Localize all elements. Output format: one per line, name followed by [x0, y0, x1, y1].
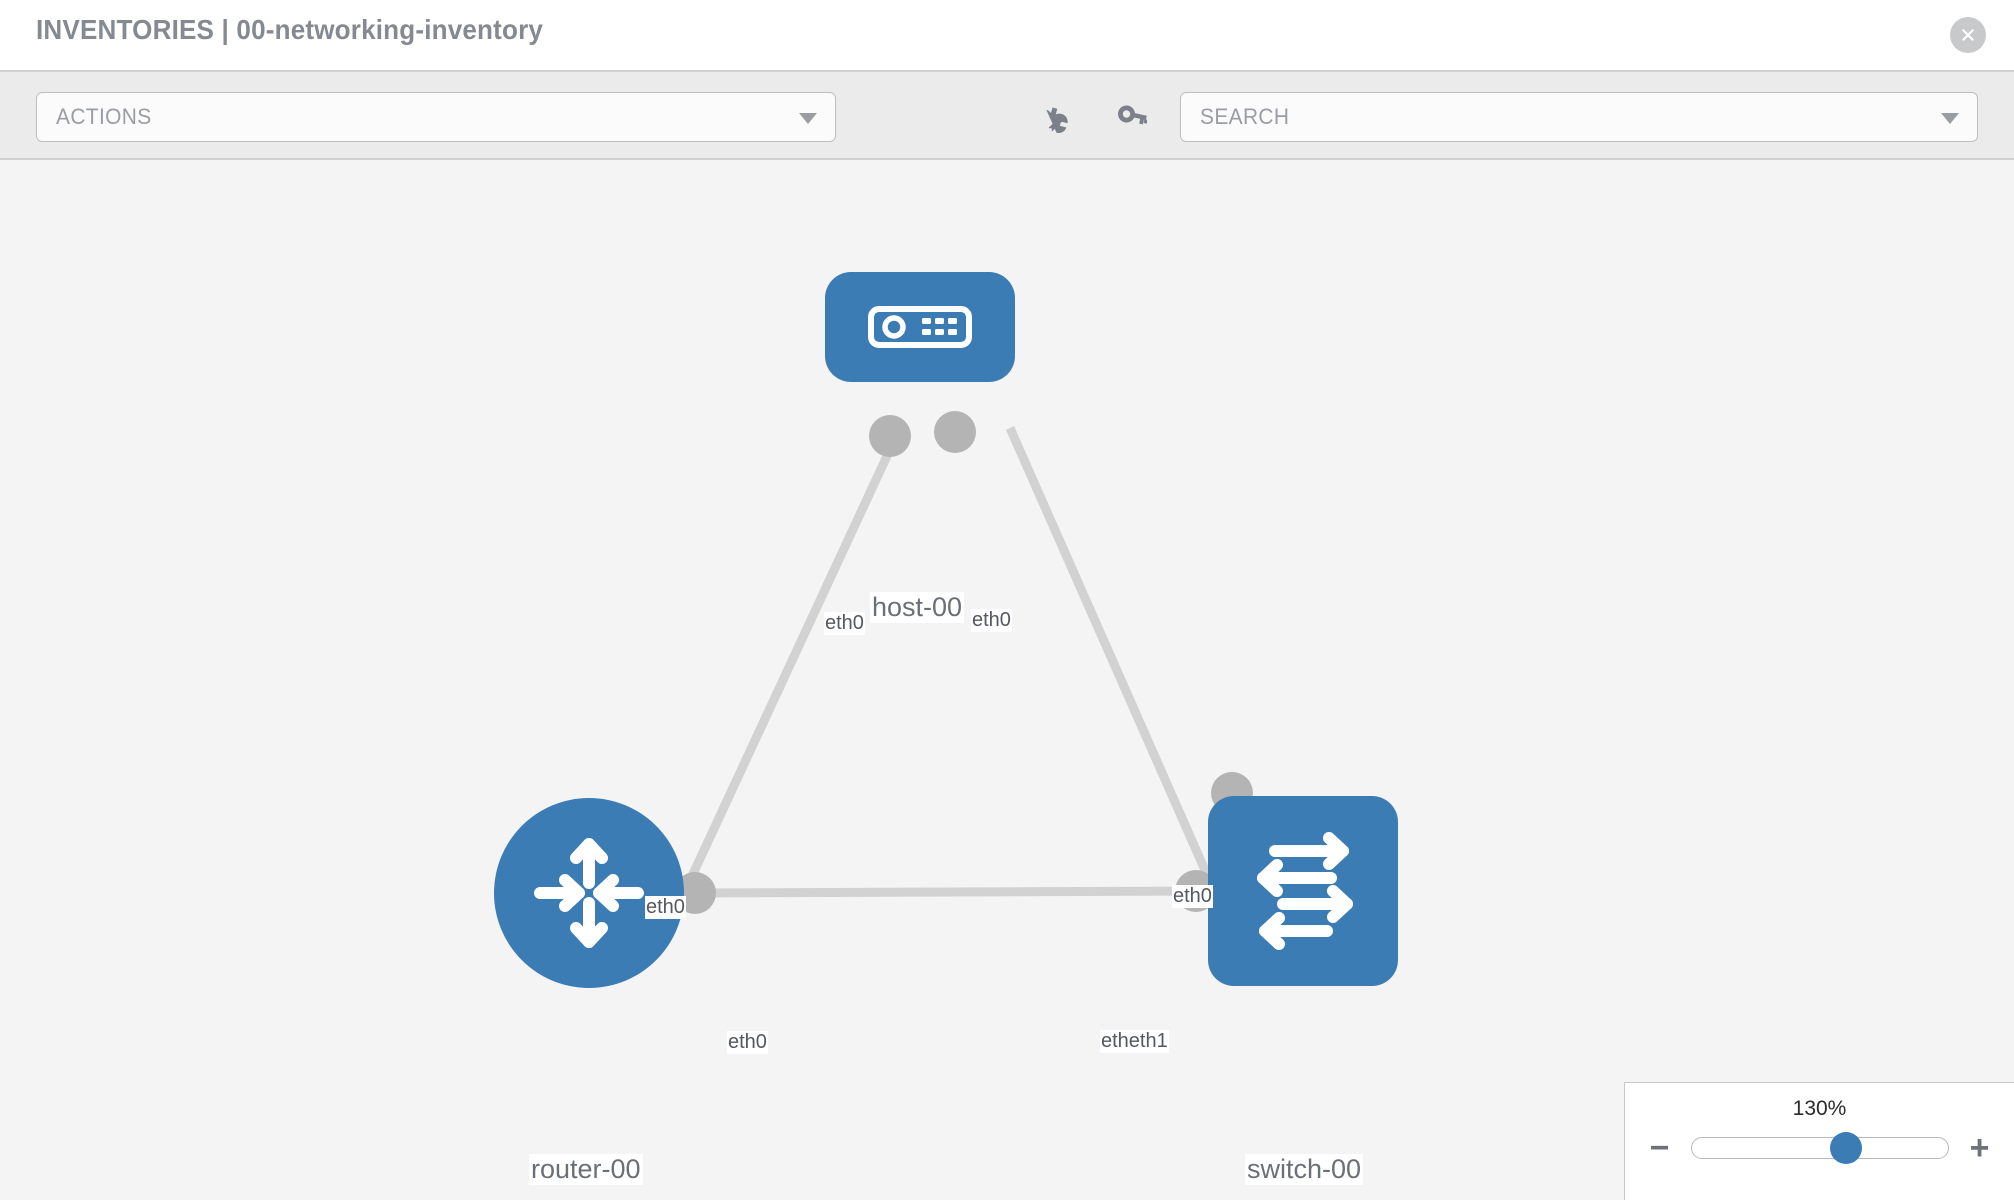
topology-node-router-00[interactable]	[494, 798, 684, 988]
zoom-control-panel: 130% − +	[1624, 1082, 2014, 1200]
interface-label: eth0	[971, 609, 1012, 632]
zoom-slider-row: − +	[1625, 1131, 2014, 1165]
connector-dot	[934, 411, 976, 453]
server-icon	[868, 306, 972, 348]
topology-node-switch-00[interactable]	[1208, 796, 1398, 986]
zoom-in-button[interactable]: +	[1969, 1129, 1990, 1167]
router-node-shape[interactable]	[494, 798, 684, 988]
topology-canvas[interactable]: host-00	[0, 160, 2014, 1200]
edge-connector-group	[674, 411, 1253, 914]
node-label-host-00: host-00	[870, 592, 965, 623]
zoom-percent-label: 130%	[1792, 1097, 1847, 1120]
wrench-icon[interactable]	[1042, 100, 1082, 136]
zoom-out-button[interactable]: −	[1649, 1129, 1670, 1167]
actions-dropdown-label: ACTIONS	[56, 104, 152, 129]
zoom-slider-handle[interactable]	[1830, 1132, 1863, 1164]
interface-label: eth0	[1172, 885, 1213, 908]
interface-label: eth0	[824, 612, 865, 635]
node-label-router-00: router-00	[529, 1154, 643, 1185]
chevron-down-icon	[799, 113, 817, 124]
host-node-shape[interactable]	[825, 272, 1015, 382]
page-title: INVENTORIES | 00-networking-inventory	[36, 14, 544, 45]
toolbar: ACTIONS SEARCH	[0, 70, 2014, 160]
switch-arrows-icon	[1257, 832, 1353, 950]
chevron-down-icon	[1941, 113, 1959, 124]
edge-group	[655, 426, 1243, 947]
topology-node-host-00[interactable]	[825, 272, 1015, 382]
node-label-switch-00: switch-00	[1245, 1154, 1364, 1185]
interface-label: eth0	[645, 896, 686, 919]
switch-node-shape[interactable]	[1208, 796, 1398, 986]
edge-host-switch	[1005, 426, 1243, 947]
close-icon[interactable]	[1950, 17, 1986, 53]
interface-label: eth0	[727, 1031, 768, 1054]
zoom-slider-track[interactable]	[1690, 1132, 1949, 1164]
key-icon[interactable]	[1110, 100, 1150, 136]
actions-dropdown[interactable]: ACTIONS	[36, 92, 836, 142]
router-arrows-icon	[534, 838, 644, 948]
search-input[interactable]: SEARCH	[1180, 92, 1978, 142]
page-header: INVENTORIES | 00-networking-inventory	[0, 0, 2014, 70]
edge-host-router	[655, 426, 905, 947]
search-placeholder: SEARCH	[1200, 104, 1290, 129]
edge-router-switch	[689, 886, 1216, 898]
connector-dot	[869, 415, 911, 457]
interface-label: etheth1	[1100, 1030, 1169, 1053]
